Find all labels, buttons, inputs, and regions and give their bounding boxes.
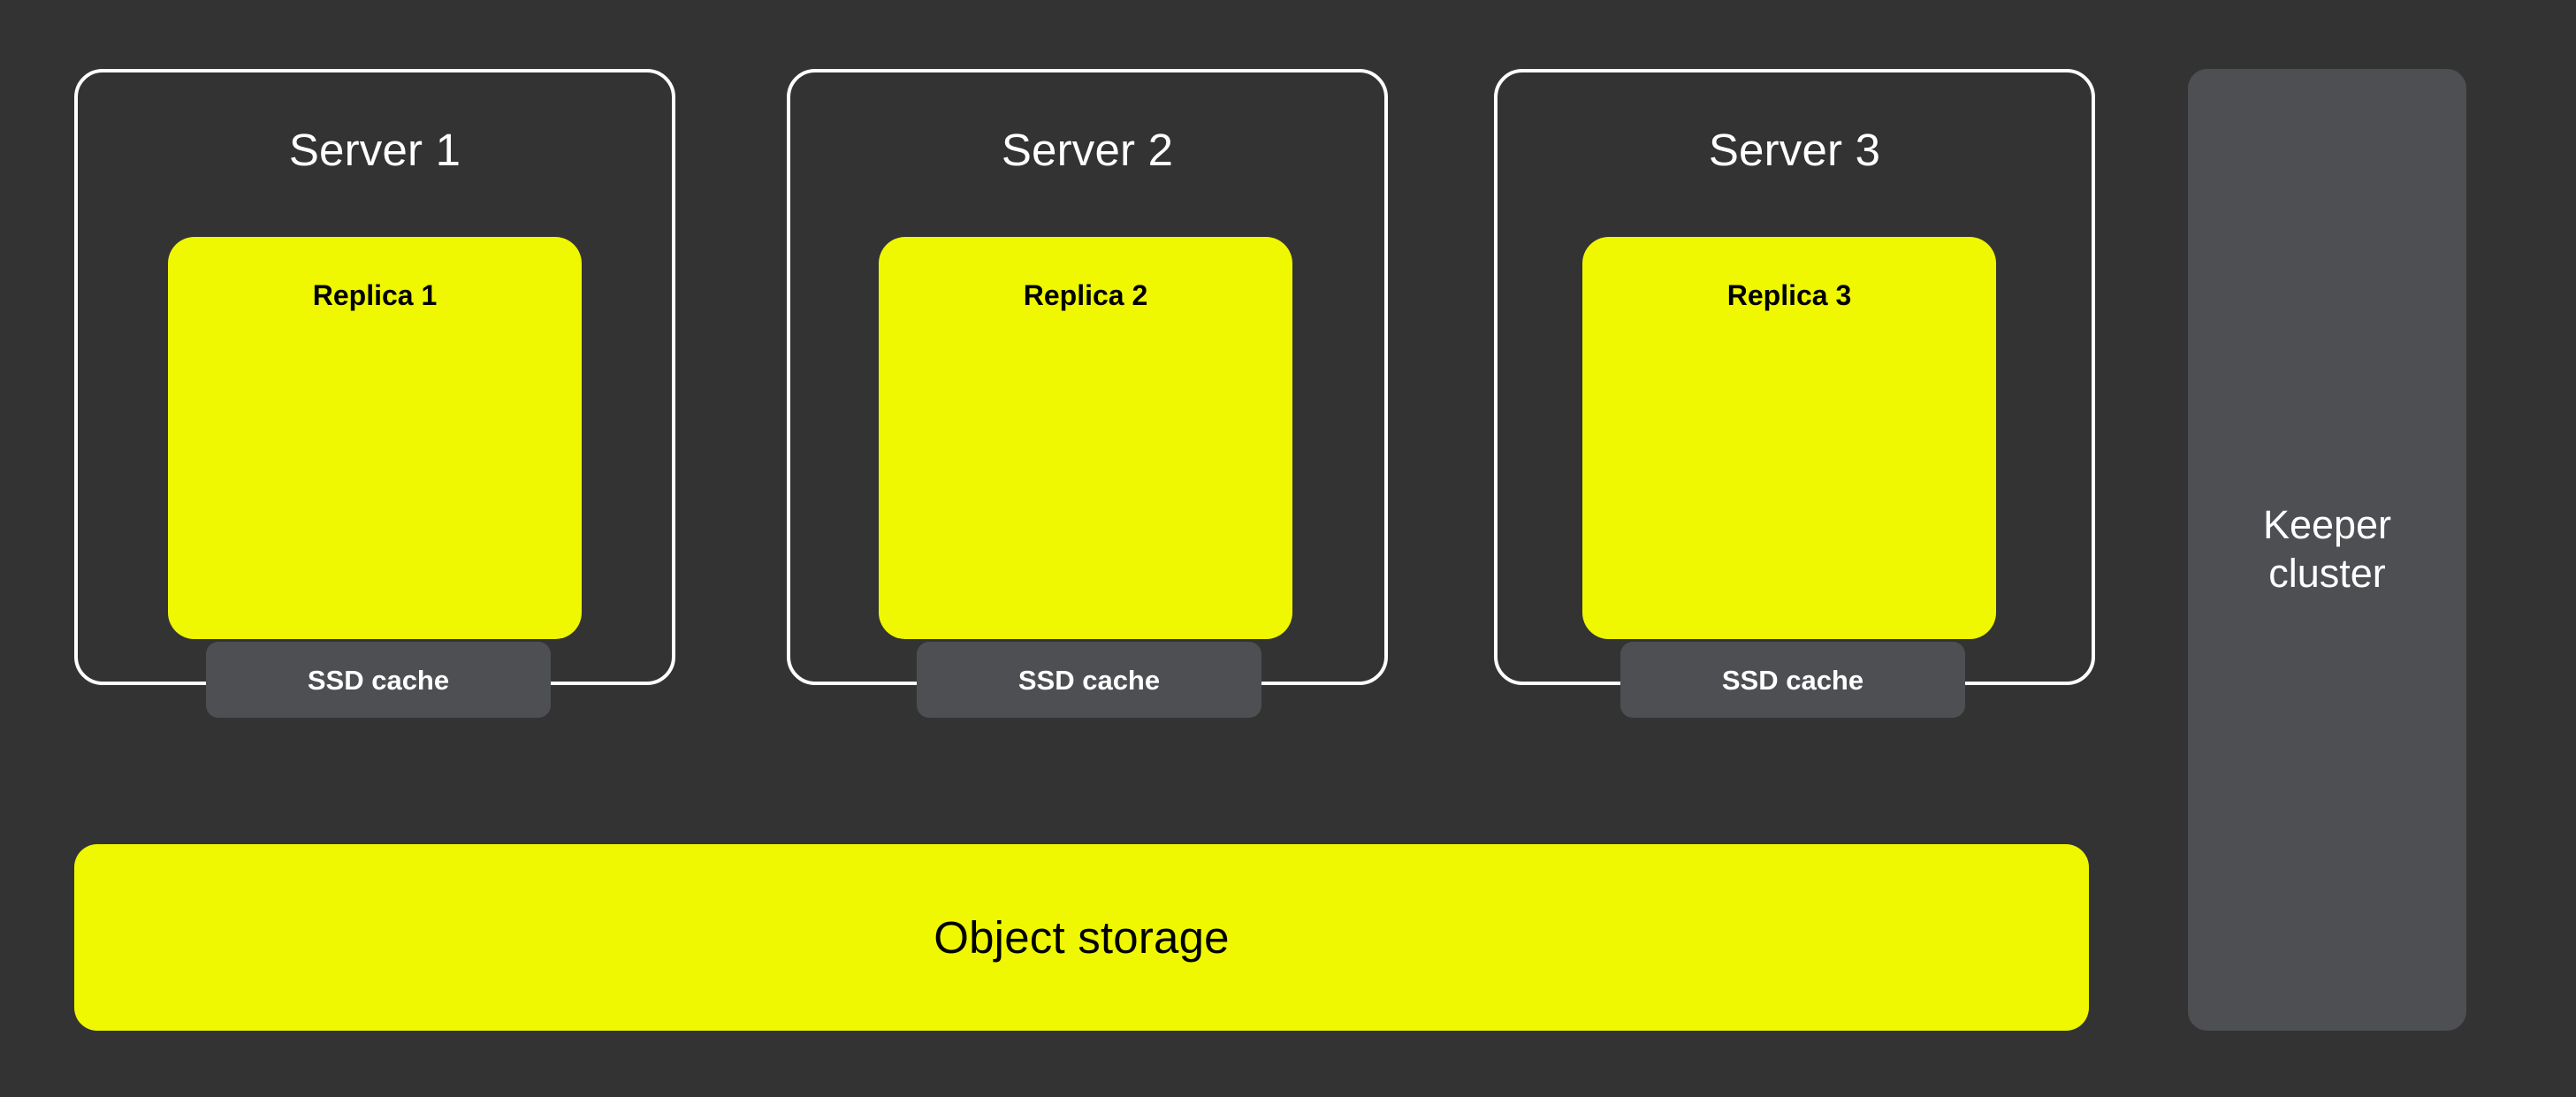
replica-label-3: Replica 3 (1726, 279, 1852, 311)
replica-box-2: Replica 2 (879, 237, 1292, 639)
replica-label-2: Replica 2 (1023, 279, 1148, 311)
replica-box-3: Replica 3 (1582, 237, 1996, 639)
ssd-cache-2: SSD cache (917, 642, 1261, 718)
keeper-cluster-block: Keeper cluster (2188, 69, 2466, 1031)
replica-box-1: Replica 1 (168, 237, 582, 639)
keeper-cluster-label: Keeper cluster (2262, 502, 2392, 596)
object-storage-block: Object storage (74, 844, 2089, 1031)
ssd-cache-3: SSD cache (1620, 642, 1965, 718)
server-title-2: Server 2 (1001, 125, 1174, 175)
replica-label-1: Replica 1 (312, 279, 438, 311)
server-title-3: Server 3 (1708, 125, 1881, 175)
ssd-cache-label-3: SSD cache (1721, 664, 1864, 696)
object-storage-label: Object storage (934, 912, 1230, 963)
ssd-cache-label-2: SSD cache (1017, 664, 1161, 696)
server-title-1: Server 1 (288, 125, 461, 175)
ssd-cache-label-1: SSD cache (307, 664, 450, 696)
ssd-cache-1: SSD cache (206, 642, 551, 718)
